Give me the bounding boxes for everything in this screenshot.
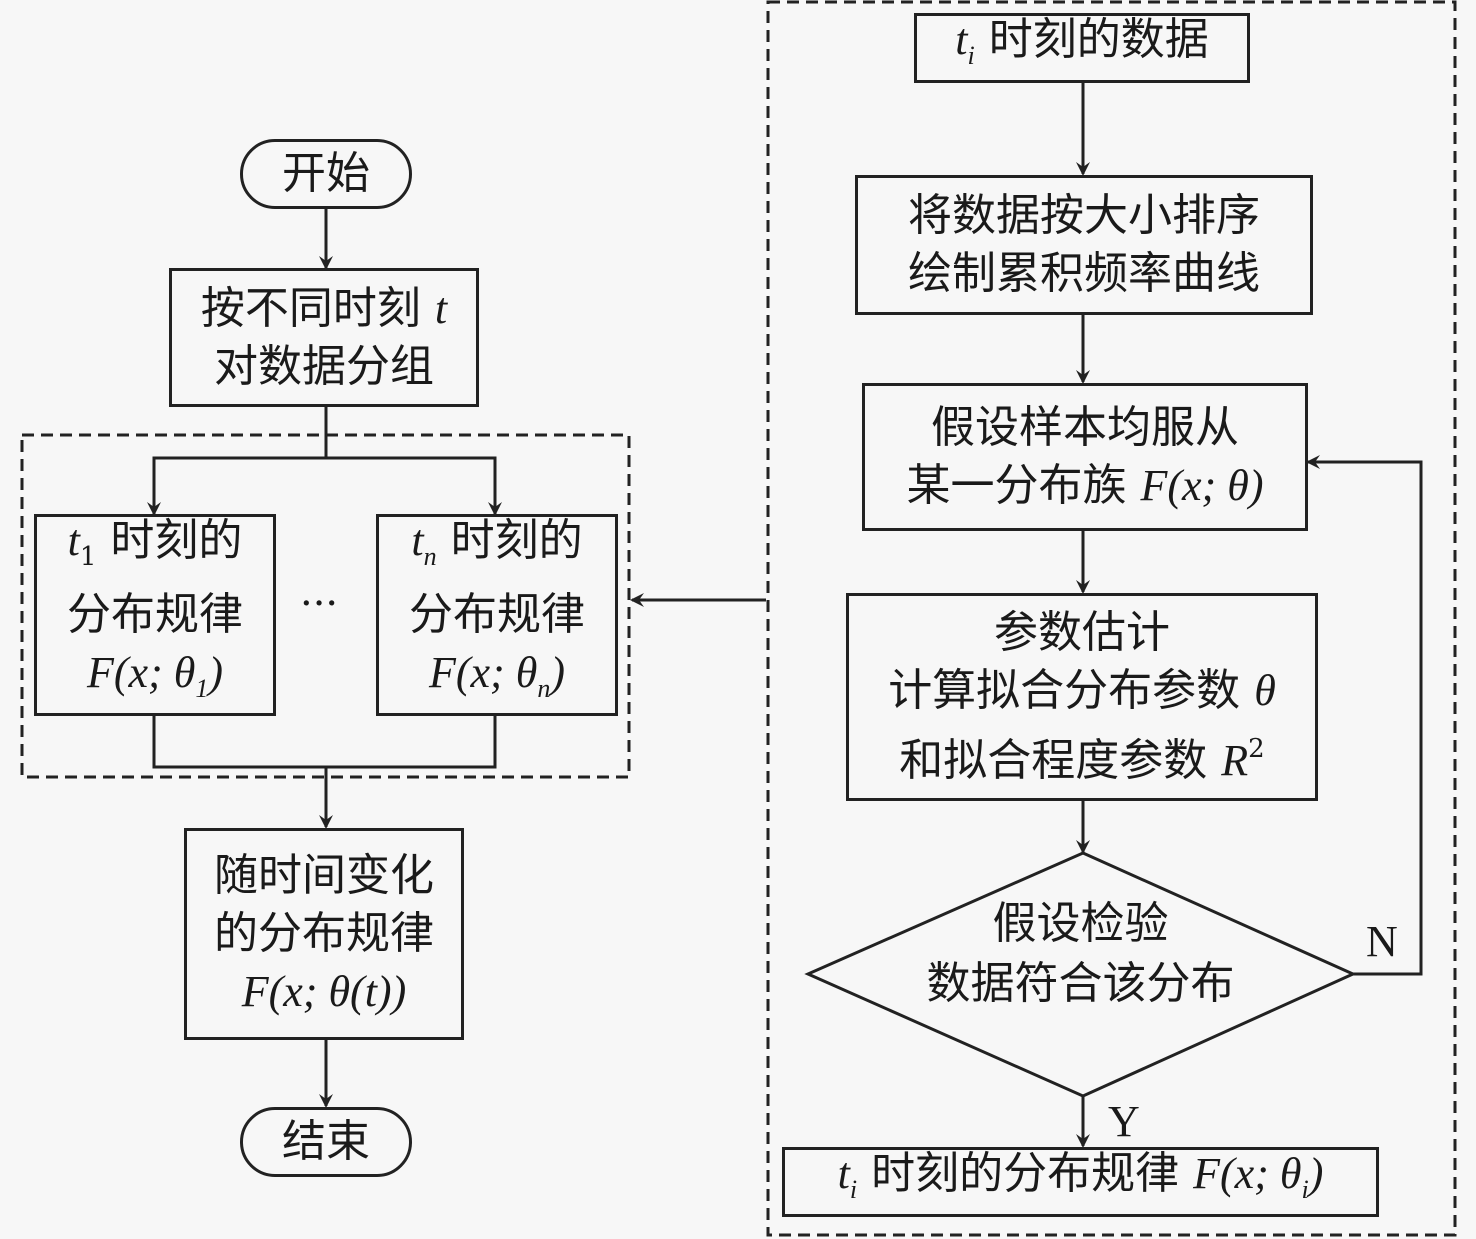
parameter-estimation-step: 参数估计 计算拟合分布参数 θ 和拟合程度参数 R2 [846,593,1318,801]
output-distribution-step: ti 时刻的分布规律 F(x; θi) [782,1147,1379,1217]
assume-line1: 假设样本均服从 [931,402,1239,453]
sort-line2: 绘制累积频率曲线 [908,248,1260,299]
branch-first-var: t [67,516,80,565]
sort-line1: 将数据按大小排序 [908,190,1260,241]
branch-last-formula: F(x; θ [429,648,538,697]
combine-over-time-step: 随时间变化 的分布规律 F(x; θ(t)) [184,828,464,1040]
start-label: 开始 [282,148,370,199]
estimate-theta: θ [1254,666,1276,715]
output-formula-sub: i [1301,1175,1309,1204]
decision-line1: 假设检验 [992,898,1169,949]
branch-last-sub: n [423,542,437,571]
group-step-line2: 对数据分组 [214,340,434,392]
branch-last-formula-end: ) [550,648,565,697]
branch-split-line-right [326,456,502,516]
branch-first-line2: 分布规律 [67,589,243,640]
combine-line2: 的分布规律 [214,908,434,959]
combine-formula: F(x; θ(t)) [241,967,407,1016]
decision-line2: 数据符合该分布 [926,958,1235,1009]
end-label: 结束 [282,1116,370,1167]
combine-line1: 随时间变化 [214,850,434,901]
input-var: t [955,15,968,64]
ellipsis: ··· [300,581,339,627]
group-step-text: 按不同时刻 [200,282,421,334]
assume-distribution-step: 假设样本均服从 某一分布族 F(x; θ) [862,383,1308,531]
branch-last-line2: 分布规律 [409,589,585,640]
branch-last-line1: 时刻的 [450,515,583,566]
yes-branch-label: Y [1108,1097,1140,1146]
estimate-r-sup: 2 [1248,734,1265,764]
no-branch-label: N [1366,917,1398,966]
per-time-procedure-container [766,0,1457,1237]
no-loop-line [1306,455,1423,976]
assume-line2-text: 某一分布族 [906,460,1127,511]
branch-first-formula-sub: 1 [195,674,209,703]
input-text: 时刻的数据 [988,14,1209,65]
decision-text: 假设检验 数据符合该分布 [808,894,1353,1014]
output-var: t [837,1149,850,1198]
estimate-line1: 参数估计 [994,607,1170,658]
branch-first-formula-end: ) [208,648,223,697]
branch-first-sub: 1 [79,542,97,572]
branch-last-var: t [411,516,424,565]
output-text: 时刻的分布规律 [871,1148,1180,1199]
branch-first-time: t1 时刻的 分布规律 F(x; θ1) [34,514,276,716]
output-formula: F(x; θ [1193,1149,1302,1198]
output-formula-end: ) [1308,1149,1324,1198]
start-terminal: 开始 [240,139,412,209]
input-sub: i [967,41,975,70]
branch-split-line [147,406,328,516]
branch-merge-line [152,715,497,769]
assume-formula: F(x; θ) [1140,461,1264,510]
estimate-line2-text: 计算拟合分布参数 [888,665,1241,716]
branch-first-line1: 时刻的 [110,515,243,566]
branch-last-time: tn 时刻的 分布规律 F(x; θn) [376,514,618,716]
branch-last-formula-sub: n [537,674,551,703]
sort-data-step: 将数据按大小排序 绘制累积频率曲线 [855,175,1313,315]
end-terminal: 结束 [240,1107,412,1177]
branch-first-formula: F(x; θ [87,648,196,697]
group-step-var: t [434,283,448,333]
output-sub: i [849,1175,858,1204]
group-by-time-step: 按不同时刻 t 对数据分组 [169,268,479,407]
estimate-r: R [1221,736,1249,785]
input-data-step: ti 时刻的数据 [914,13,1250,83]
estimate-line3-text: 和拟合程度参数 [899,735,1208,786]
